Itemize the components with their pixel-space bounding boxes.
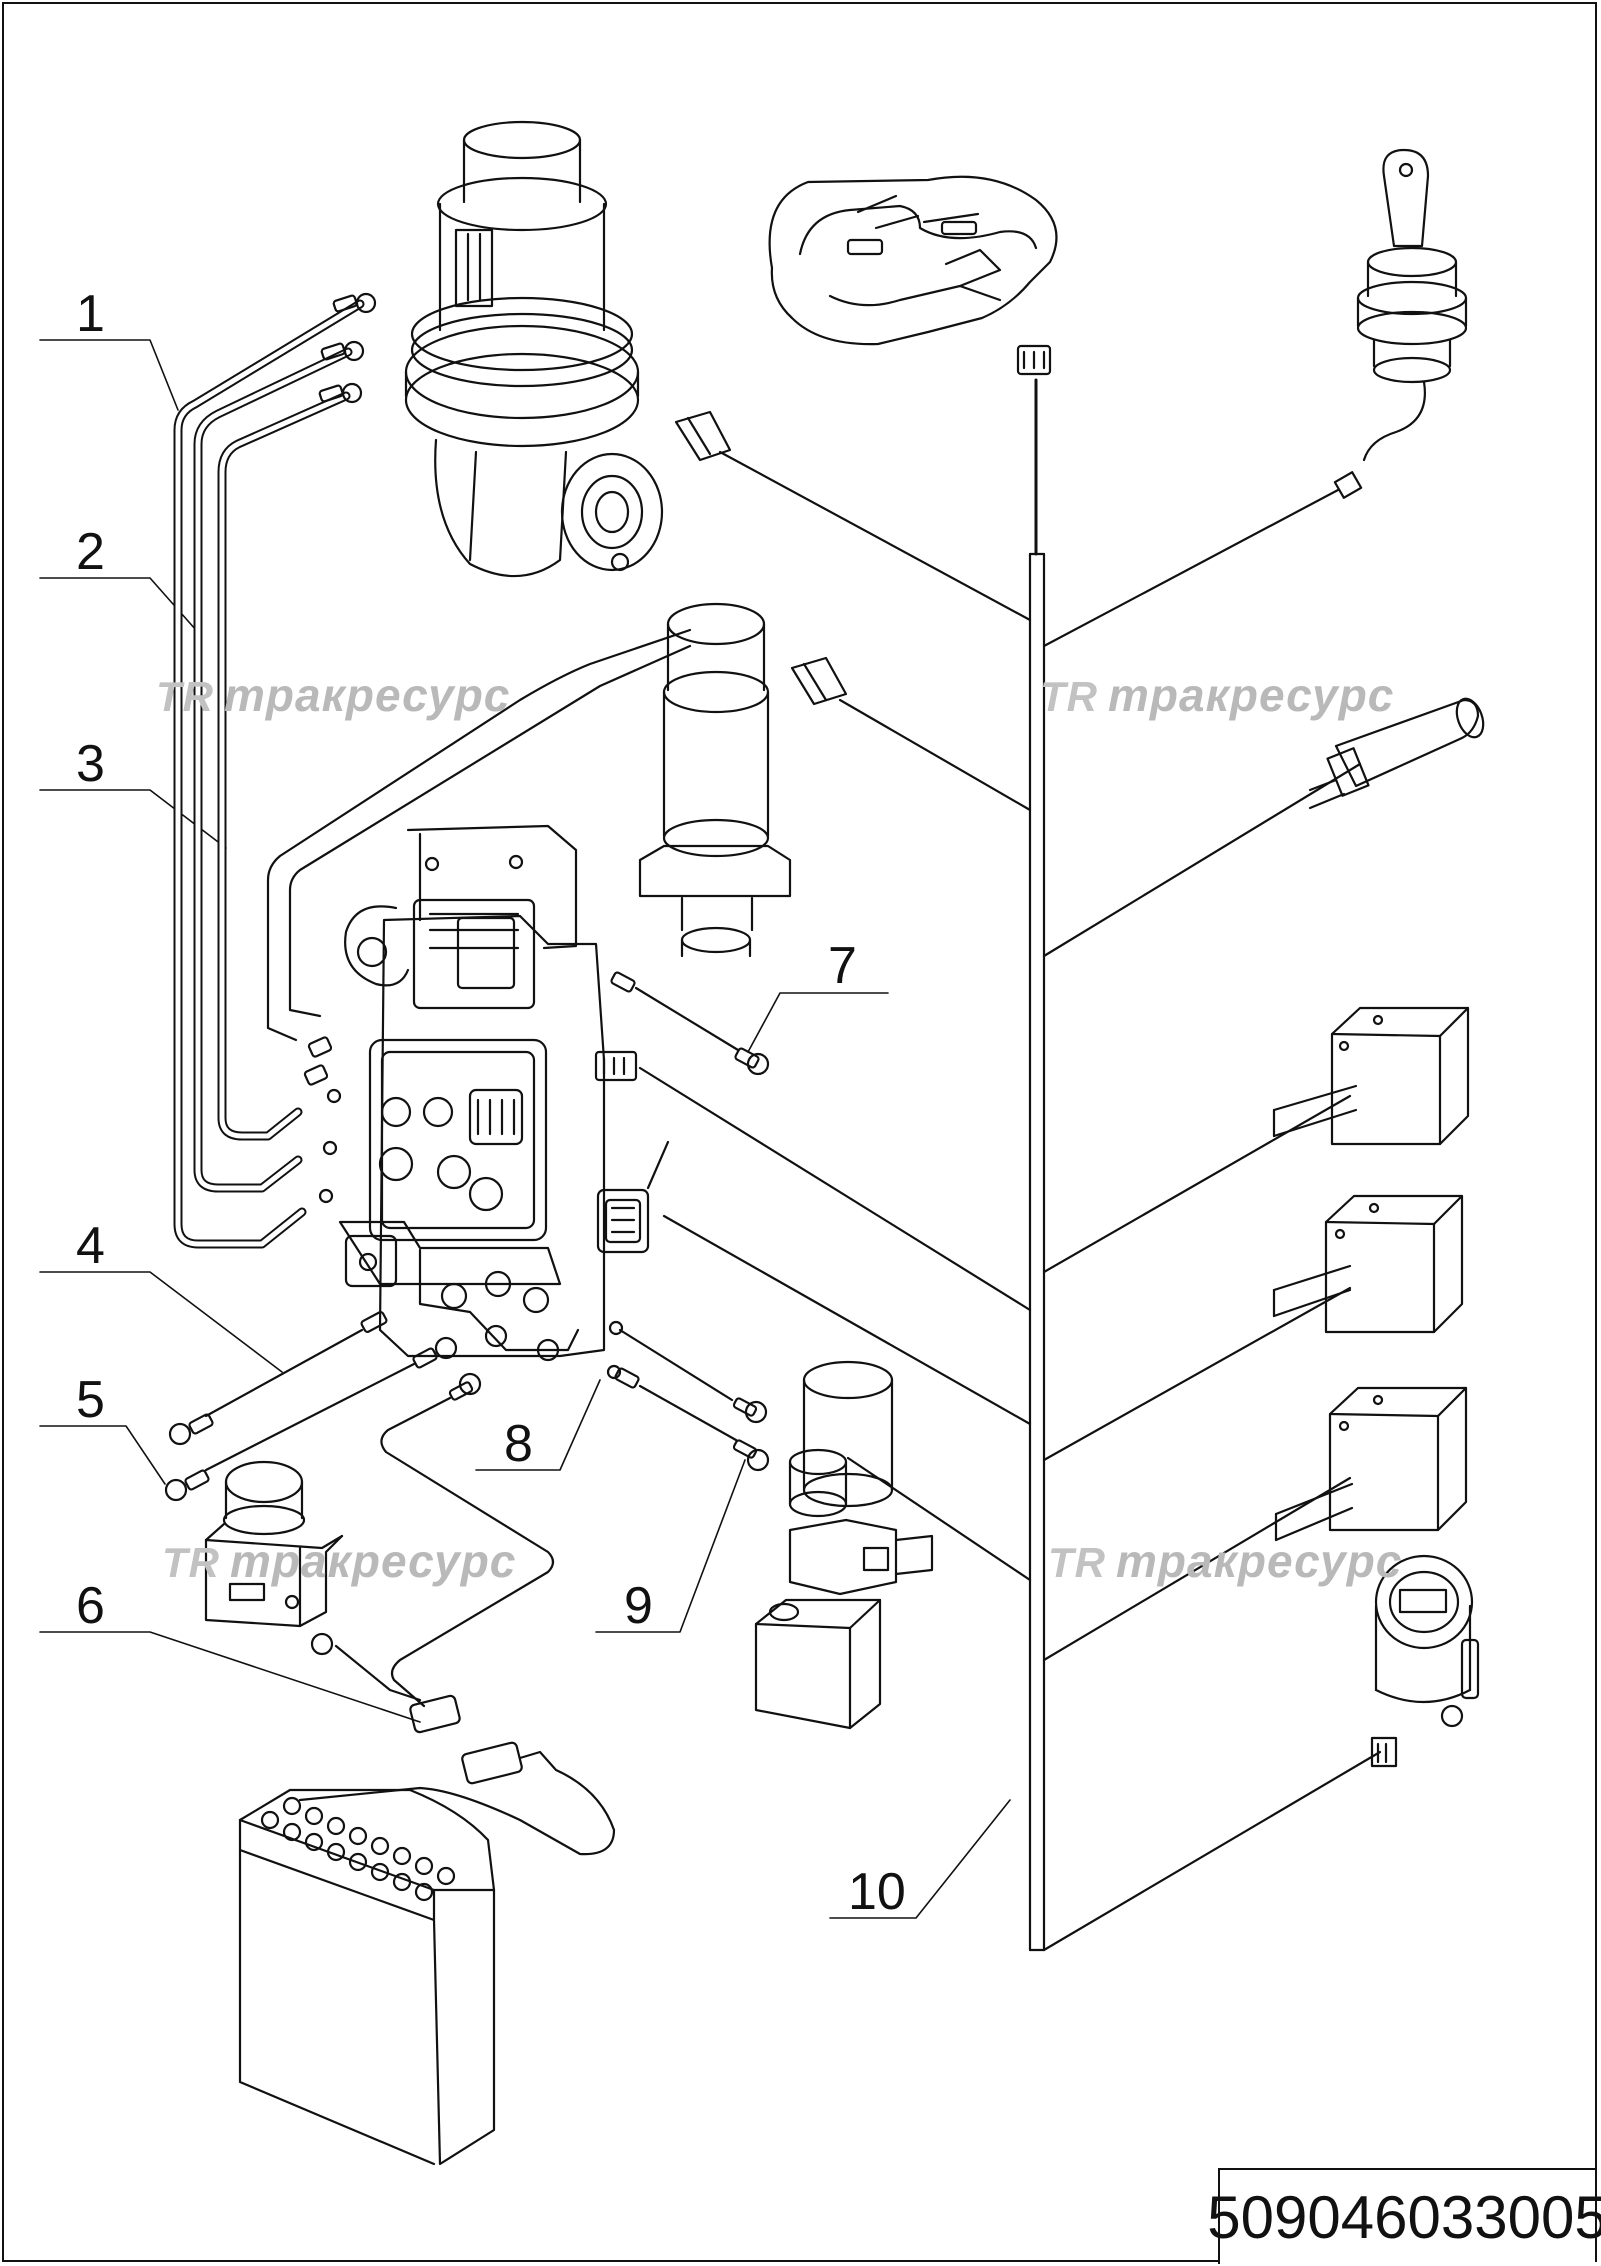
callout-2: 2 xyxy=(76,523,105,581)
watermark-logo: TR xyxy=(156,673,214,720)
callout-5: 5 xyxy=(76,1371,105,1429)
connector-plugs xyxy=(594,410,1398,1768)
cable-5 xyxy=(164,1336,458,1502)
leader-lines xyxy=(39,339,1011,1919)
drawing-number: 509046033005 xyxy=(1207,2168,1601,2264)
hydraulic-pump xyxy=(754,1360,934,1730)
watermark-logo: TR xyxy=(162,1539,220,1586)
watermark-text: тракресурс xyxy=(230,1535,517,1587)
lift-motor xyxy=(266,602,792,1042)
callout-4: 4 xyxy=(76,1217,105,1275)
tiller-head xyxy=(768,175,1058,376)
callout-9: 9 xyxy=(624,1577,653,1635)
callout-10: 10 xyxy=(848,1863,906,1921)
cable-9 xyxy=(606,1364,770,1472)
callout-6: 6 xyxy=(76,1577,105,1635)
callout-1: 1 xyxy=(76,285,105,343)
cable-8 xyxy=(608,1320,768,1424)
cable-7 xyxy=(610,971,770,1076)
cable-4 xyxy=(168,1311,388,1446)
battery-indicator xyxy=(1374,1554,1480,1728)
controller-assembly xyxy=(303,824,606,1362)
cable-1 xyxy=(173,299,365,1249)
watermark-logo: TR xyxy=(1040,673,1098,720)
battery xyxy=(238,1788,496,2166)
ring-terminals-top xyxy=(318,292,377,404)
main-harness xyxy=(638,378,1382,1952)
watermark-text: тракресурс xyxy=(1108,669,1395,721)
key-switch xyxy=(1356,148,1468,462)
cable-3 xyxy=(217,391,351,1141)
callout-7: 7 xyxy=(828,937,857,995)
emergency-stop xyxy=(204,1460,344,1628)
sensor-blocks xyxy=(1272,1006,1470,1542)
watermark-text: тракресурс xyxy=(224,669,511,721)
controller-harness-plugs xyxy=(596,1140,670,1254)
drive-motor xyxy=(404,120,664,578)
watermark-text: тракресурс xyxy=(1116,1535,1403,1587)
callout-3: 3 xyxy=(76,735,105,793)
watermark-logo: TR xyxy=(1048,1539,1106,1586)
temperature-sensor xyxy=(1308,697,1485,810)
cable-6 xyxy=(298,1372,616,1856)
callout-8: 8 xyxy=(504,1415,533,1473)
